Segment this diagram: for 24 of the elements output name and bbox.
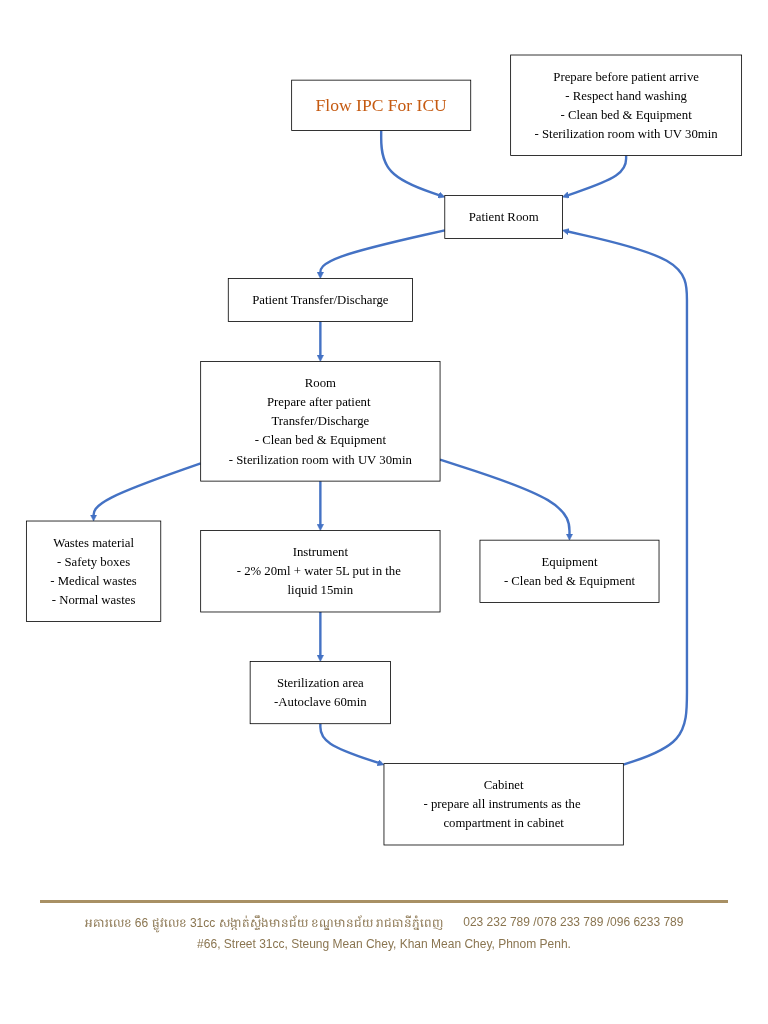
node-box [479,539,660,603]
node-box [383,763,624,846]
arrow [316,612,324,662]
node-box [200,530,441,613]
arrow [319,723,385,767]
flowchart: Flow IPC For ICU Prepare before patient arrive - Respect hand washing - Clean bed & Equipment - Sterilization room with UV 30min Patient Room Cabinet - prepare all instruments as the compartment in cabinet Patient Transfer/Discharge Room Prepare after patient Transfer/Discharge - Clean bed & Equipment - Sterilization room with UV 30min Sterilization area -Autoclave 60min Wastes material - Safety boxes - Medical wastes - Normal wastes Instrument - 2% 20ml + water 5L put in the liquid 15min Equipment - Clean bed & Equipment [20,20,748,880]
footer-text: 023 232 789 /078 233 789 /096 6233 789 [463,915,684,931]
footer-text: #66, Street 31cc, Steung Mean Chey, Khan Mean Chey, Phnom Penh. [197,937,571,951]
arrow [562,228,689,766]
arrow [90,462,202,522]
node-box [227,278,413,322]
arrow [439,458,573,541]
node-box [510,54,742,156]
footer-text: អគារលេខ 66 ផ្លូវលេខ 31cc សង្កាត់ស្ទឹងមានជ័យ ខណ្ឌមានជ័យ រាជធានីភ្នំពេញ [84,915,444,933]
node-box [200,361,441,482]
node-box [249,661,391,725]
node-box [291,79,472,131]
node-box [444,195,563,239]
arrow [316,321,324,362]
arrow [380,130,446,199]
node-box [26,520,162,622]
arrow [316,481,324,531]
arrow [562,155,628,199]
arrow [316,229,446,279]
